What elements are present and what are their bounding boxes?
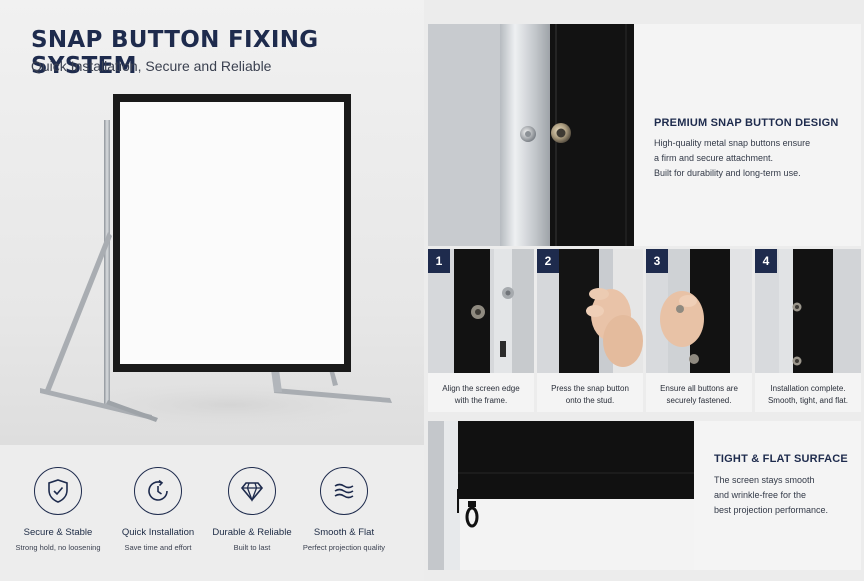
step-number-badge: 3	[646, 249, 668, 273]
surface-text-line: and wrinkle-free for the	[714, 490, 807, 500]
diamond-icon	[228, 467, 276, 515]
screen-edge-photo	[428, 421, 694, 570]
waves-icon	[320, 467, 368, 515]
feature-desc: Strong hold, no loosening	[15, 543, 101, 552]
hero-section: SNAP BUTTON FIXING SYSTEM Quick Installa…	[0, 0, 424, 445]
premium-text: High-quality metal snap buttons ensure a…	[654, 136, 810, 181]
step-caption-line: with the frame.	[454, 396, 508, 405]
feature-title: Quick Installation	[121, 527, 195, 538]
step-caption-line: Press the snap button	[551, 384, 629, 393]
feature-title: Durable & Reliable	[212, 527, 292, 538]
step-caption-line: Installation complete.	[770, 384, 846, 393]
surface-text-line: The screen stays smooth	[714, 475, 815, 485]
step-4: 4 Installation complete. Smooth, tight, …	[755, 249, 861, 412]
step-caption: Ensure all buttons are securely fastened…	[646, 383, 752, 407]
premium-heading: PREMIUM SNAP BUTTON DESIGN	[654, 117, 839, 129]
projector-screen-illustration	[40, 94, 420, 433]
surface-text-line: best projection performance.	[714, 505, 829, 515]
clock-arrow-icon	[134, 467, 182, 515]
feature-title: Smooth & Flat	[313, 527, 375, 538]
page-subtitle: Quick Installation, Secure and Reliable	[31, 58, 272, 74]
step-number-badge: 2	[537, 249, 559, 273]
step-2: 2 Press the snap button onto the stud.	[537, 249, 643, 412]
surface-text: The screen stays smooth and wrinkle-free…	[714, 473, 828, 518]
step-photo	[755, 249, 861, 373]
step-number-badge: 1	[428, 249, 450, 273]
feature-durable: Durable & Reliable Built to last	[202, 467, 302, 552]
surface-heading: TIGHT & FLAT SURFACE	[714, 453, 848, 465]
step-1: 1 Align the screen edge with the frame.	[428, 249, 534, 412]
step-caption-line: securely fastened.	[666, 396, 732, 405]
step-caption-line: Smooth, tight, and flat.	[767, 396, 849, 405]
step-number-badge: 4	[755, 249, 777, 273]
step-caption-line: onto the stud.	[565, 396, 615, 405]
premium-text-line: Built for durability and long-term use.	[654, 168, 801, 178]
feature-quick: Quick Installation Save time and effort	[108, 467, 208, 552]
step-caption-line: Align the screen edge	[442, 384, 520, 393]
step-caption: Press the snap button onto the stud.	[537, 383, 643, 407]
feature-desc: Save time and effort	[124, 543, 192, 552]
premium-text-line: High-quality metal snap buttons ensure	[654, 138, 811, 148]
premium-snap-panel: PREMIUM SNAP BUTTON DESIGN High-quality …	[428, 24, 861, 246]
step-3: 3 Ensure all buttons are securely fasten…	[646, 249, 752, 412]
feature-title: Secure & Stable	[23, 527, 93, 538]
shield-check-icon	[34, 467, 82, 515]
premium-text-line: a firm and secure attachment.	[654, 153, 774, 163]
snap-button-closeup-photo	[428, 24, 634, 246]
step-caption: Align the screen edge with the frame.	[428, 383, 534, 407]
feature-secure: Secure & Stable Strong hold, no loosenin…	[8, 467, 108, 552]
feature-desc: Built to last	[233, 543, 271, 552]
step-caption: Installation complete. Smooth, tight, an…	[755, 383, 861, 407]
tight-flat-panel: TIGHT & FLAT SURFACE The screen stays sm…	[428, 421, 861, 570]
feature-strip: Secure & Stable Strong hold, no loosenin…	[0, 445, 424, 581]
feature-smooth: Smooth & Flat Perfect projection quality	[294, 467, 394, 552]
page-title: SNAP BUTTON FIXING SYSTEM	[31, 27, 319, 79]
step-caption-line: Ensure all buttons are	[660, 384, 738, 393]
feature-desc: Perfect projection quality	[302, 543, 386, 552]
